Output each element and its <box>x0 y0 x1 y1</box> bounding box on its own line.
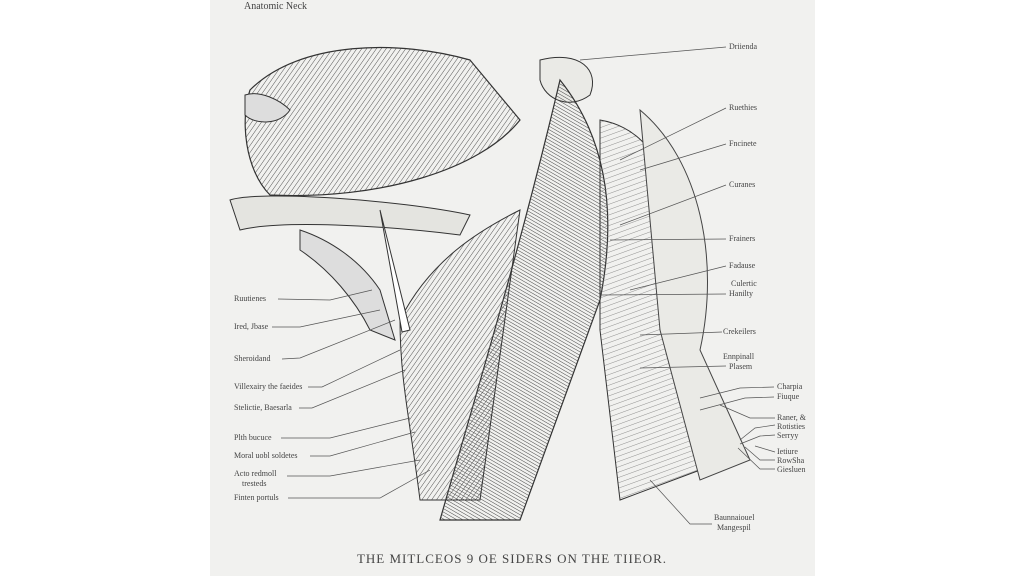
label-right: Giesluen <box>777 465 806 474</box>
label-right: Mangespil <box>717 523 751 532</box>
illustration-subtitle: Anatomic Neck <box>244 1 308 12</box>
label-right: Fadause <box>729 261 756 270</box>
label-right: Driienda <box>729 42 757 51</box>
label-right: Culertic <box>731 279 757 288</box>
label-right: Raner, & <box>777 413 807 422</box>
label-left: Villexairy the faeides <box>234 382 303 391</box>
label-left: Finten portuls <box>234 493 279 502</box>
left-leader-lines <box>272 289 431 499</box>
label-right: Ruethies <box>729 103 757 112</box>
label-right: RowSha <box>777 456 805 465</box>
anterior-neck-muscles <box>399 209 521 501</box>
label-right: Frainers <box>729 234 756 243</box>
label-left: Sheroidand <box>234 354 271 363</box>
label-right: Charpia <box>777 382 803 391</box>
label-right: Baunnaiouel <box>714 513 755 522</box>
label-right: Plasem <box>729 362 753 371</box>
jaw-bone <box>229 195 471 236</box>
label-right: Fncinete <box>729 139 757 148</box>
label-left: Acto redmoll <box>234 469 277 478</box>
label-left: Ired, Jbase <box>234 322 269 331</box>
label-right: Hanilty <box>729 289 753 298</box>
throat-contour <box>299 229 396 341</box>
label-left: Stelictie, Baesarla <box>234 403 292 412</box>
label-left: Moral uobl soldetes <box>234 451 298 460</box>
label-right: Ietiure <box>777 447 798 456</box>
label-right: Serryy <box>777 431 799 440</box>
label-right: Fiuque <box>777 392 800 401</box>
jaw-muscle <box>244 46 521 197</box>
label-right: Curanes <box>729 180 756 189</box>
label-left: Ruutienes <box>234 294 266 303</box>
ear-cartilage <box>539 56 593 103</box>
right-leader-lines <box>579 46 776 525</box>
label-left: Plth bucuce <box>234 433 272 442</box>
trapezius-edge <box>639 108 751 481</box>
label-left: tresteds <box>242 479 267 488</box>
label-right: Ennpinall <box>723 352 755 361</box>
lip <box>244 93 291 123</box>
label-right: Crekeilers <box>723 327 756 336</box>
label-right: Rotisties <box>777 422 806 431</box>
styloid-process <box>379 209 411 333</box>
illustration-caption: THE MITLCEOS 9 OE SIDERS ON THE TIIEOR. <box>356 551 668 566</box>
